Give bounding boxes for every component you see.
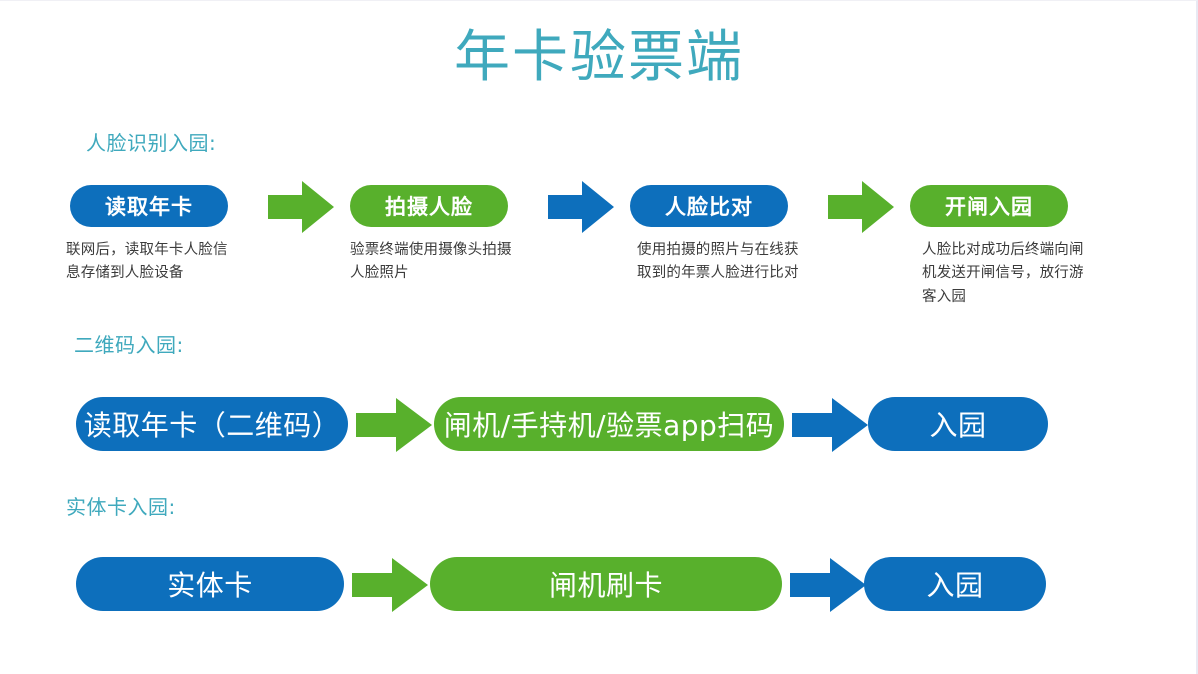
flow-step-enter-park-qr[interactable]: 入园 <box>868 397 1048 451</box>
flow-step-caption-capture-face: 验票终端使用摄像头拍摄人脸照片 <box>350 242 512 282</box>
section-label-physical-card: 实体卡入园: <box>66 495 176 519</box>
flow-step-gate-handheld-app-scan[interactable]: 闸机/手持机/验票app扫码 <box>434 397 784 451</box>
flow-arrow-blue-right-icon <box>790 558 866 612</box>
flow-step-caption-open-gate-enter: 人脸比对成功后终端向闸机发送开闸信号，放行游客入园 <box>922 242 1084 305</box>
flow-step-caption-read-annual-card: 联网后，读取年卡人脸信息存储到人脸设备 <box>66 242 228 282</box>
flow-step-enter-park-card[interactable]: 入园 <box>864 557 1046 611</box>
flow-step-capture-face[interactable]: 拍摄人脸 <box>350 185 508 227</box>
section-label-qr-code: 二维码入园: <box>74 333 184 357</box>
page-title: 年卡验票端 <box>454 25 744 90</box>
flow-arrow-blue-right-icon <box>548 181 614 233</box>
flow-step-open-gate-enter[interactable]: 开闸入园 <box>910 185 1068 227</box>
flow-arrow-green-right-icon <box>356 398 432 452</box>
flow-step-caption-face-compare: 使用拍摄的照片与在线获取到的年票人脸进行比对 <box>637 242 799 282</box>
flow-arrow-green-right-icon <box>352 558 428 612</box>
flow-step-read-annual-card[interactable]: 读取年卡 <box>70 185 228 227</box>
flow-step-physical-card[interactable]: 实体卡 <box>76 557 344 611</box>
flow-step-gate-swipe-card[interactable]: 闸机刷卡 <box>430 557 782 611</box>
flow-arrow-green-right-icon <box>268 181 334 233</box>
flow-step-read-annual-card-qr[interactable]: 读取年卡（二维码） <box>76 397 348 451</box>
section-label-face-recognition: 人脸识别入园: <box>86 131 217 155</box>
flow-arrow-blue-right-icon <box>792 398 868 452</box>
flow-arrow-green-right-icon <box>828 181 894 233</box>
flow-step-face-compare[interactable]: 人脸比对 <box>630 185 788 227</box>
